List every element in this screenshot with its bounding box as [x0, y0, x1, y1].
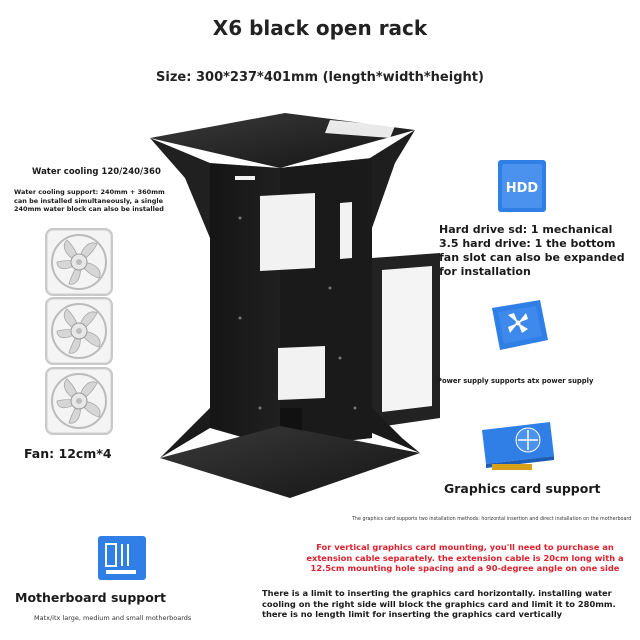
fan-label: Fan: 12cm*4 — [24, 446, 112, 461]
motherboard-label: Motherboard support — [15, 590, 166, 605]
motherboard-sublabel: Matx/itx large, medium and small motherb… — [34, 614, 192, 622]
graphics-card-note: The graphics card supports two installat… — [352, 517, 632, 522]
power-supply-icon — [488, 296, 552, 354]
graphics-card-label: Graphics card support — [444, 481, 601, 496]
graphics-card-icon — [478, 420, 558, 472]
hdd-label: Hard drive sd: 1 mechanical 3.5 hard dri… — [439, 223, 625, 278]
power-supply-label: Power supply supports atx power supply — [437, 377, 594, 385]
fan-icon — [45, 297, 113, 365]
fan-icon — [45, 228, 113, 296]
water-cooling-description: Water cooling support: 240mm + 360mm can… — [14, 188, 165, 213]
graphics-card-limit-note: There is a limit to inserting the graphi… — [262, 588, 616, 619]
vertical-mount-note: For vertical graphics card mounting, you… — [306, 542, 624, 573]
open-rack-image — [140, 108, 440, 508]
water-cooling-title: Water cooling 120/240/360 — [32, 167, 161, 177]
motherboard-icon — [94, 532, 150, 584]
hdd-icon: HDD — [494, 158, 550, 214]
fan-icon — [45, 367, 113, 435]
hdd-icon-text: HDD — [506, 181, 539, 196]
size-spec: Size: 300*237*401mm (length*width*height… — [156, 70, 484, 85]
page-title: X6 black open rack — [212, 16, 428, 40]
